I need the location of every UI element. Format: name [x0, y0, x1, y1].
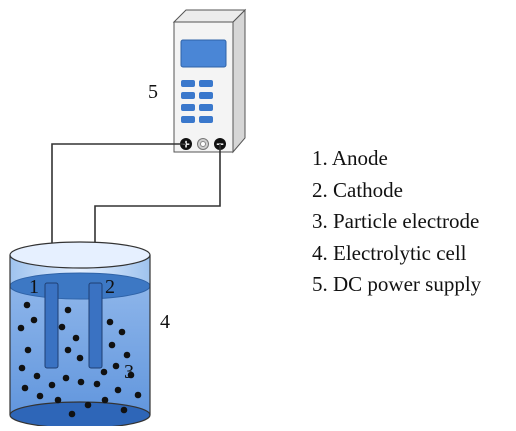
particle — [48, 381, 56, 389]
particle — [101, 396, 109, 404]
particle — [106, 318, 114, 326]
label-power-supply-number: 5 — [148, 81, 158, 103]
dc-power-supply: + − — [172, 8, 247, 154]
keypad-key — [181, 104, 195, 111]
particle — [58, 323, 66, 331]
anode-wire — [51, 143, 186, 283]
keypad-key — [181, 92, 195, 99]
keypad-key — [199, 80, 213, 87]
particle — [64, 346, 72, 354]
particle — [72, 334, 80, 342]
power-supply-display — [180, 39, 227, 68]
legend: 1. Anode 2. Cathode 3. Particle electrod… — [312, 143, 481, 301]
legend-item-anode: 1. Anode — [312, 146, 388, 170]
keypad-key — [199, 92, 213, 99]
electrolytic-cell — [9, 241, 151, 429]
particle — [120, 406, 128, 414]
legend-item-dc-power-supply: 5. DC power supply — [312, 272, 482, 296]
particle — [114, 386, 122, 394]
particle — [127, 371, 135, 379]
legend-item-electrolytic-cell: 4. Electrolytic cell — [312, 240, 467, 265]
particle — [112, 362, 120, 370]
particle — [30, 316, 38, 324]
label-particle-number: 3 — [124, 361, 134, 383]
particle — [21, 384, 29, 392]
positive-terminal-sign: + — [182, 137, 190, 152]
label-cathode-number: 2 — [105, 276, 115, 298]
cell-rim — [9, 241, 151, 269]
particle — [64, 306, 72, 314]
particle — [93, 380, 101, 388]
particle — [54, 396, 62, 404]
particle — [118, 328, 126, 336]
particle — [76, 354, 84, 362]
particle — [68, 410, 76, 418]
particle — [84, 401, 92, 409]
legend-item-particle-electrode: 3. Particle electrode — [312, 209, 480, 233]
particle — [33, 372, 41, 380]
anode-electrode — [44, 282, 59, 369]
particle — [17, 324, 25, 332]
particle — [100, 368, 108, 376]
cathode-electrode — [88, 282, 103, 369]
power-supply-keypad — [181, 80, 213, 123]
particle-electrodes — [17, 301, 142, 418]
keypad-key — [199, 116, 213, 123]
particle — [18, 364, 26, 372]
legend-item-cathode: 2. Cathode — [312, 177, 403, 202]
particle — [134, 391, 142, 399]
power-supply-top — [172, 9, 247, 23]
cell-bottom — [9, 401, 151, 429]
keypad-key — [181, 116, 195, 123]
keypad-key — [181, 80, 195, 87]
particle — [36, 392, 44, 400]
particle — [62, 374, 70, 382]
particle — [23, 301, 31, 309]
keypad-key — [199, 104, 213, 111]
label-cell-number: 4 — [160, 311, 170, 333]
center-knob-inner — [200, 141, 206, 147]
particle — [108, 341, 116, 349]
power-supply-side — [232, 8, 246, 154]
particle — [77, 378, 85, 386]
particle — [24, 346, 32, 354]
label-anode-number: 1 — [29, 276, 39, 298]
particle — [123, 351, 131, 359]
